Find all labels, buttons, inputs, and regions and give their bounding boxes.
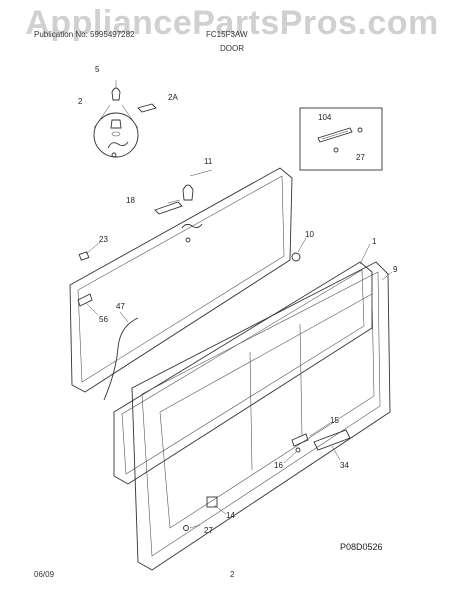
footer-date: 06/09 — [34, 570, 55, 579]
hinge-assembly — [181, 184, 203, 243]
part-11-liner — [69, 167, 293, 393]
part-2a-clip — [137, 103, 157, 113]
part-56 — [77, 293, 93, 307]
callout-2: 2 — [78, 97, 83, 106]
part-2-detail-circle — [93, 104, 139, 158]
part-34-handle — [313, 429, 351, 451]
part-14 — [206, 496, 218, 508]
callout-14: 14 — [226, 511, 235, 520]
leader-lines — [85, 199, 393, 529]
part-23 — [78, 251, 90, 261]
part-1-gasket — [113, 261, 373, 485]
part-27-screw — [183, 525, 189, 531]
part-18-bar — [154, 201, 183, 215]
watermark: AppliancePartsPros.com — [25, 4, 439, 42]
callout-18: 18 — [126, 196, 135, 205]
part-5-knob — [111, 80, 121, 101]
part-10 — [291, 252, 301, 262]
inset-box — [299, 107, 383, 171]
callout-2a: 2A — [168, 93, 178, 102]
section-title: DOOR — [220, 44, 244, 53]
callout-56: 56 — [99, 315, 108, 324]
callout-5: 5 — [95, 65, 100, 74]
callout-11: 11 — [204, 157, 213, 166]
callout-9: 9 — [393, 265, 398, 274]
part-15-16-latch — [291, 433, 309, 453]
callout-27-bottom: 27 — [204, 526, 213, 535]
callout-1: 1 — [372, 237, 377, 246]
page-number: 2 — [230, 570, 235, 579]
callout-23: 23 — [99, 235, 108, 244]
part-9-outer-door — [131, 261, 391, 571]
callout-47: 47 — [116, 302, 125, 311]
part-47-wire — [103, 317, 139, 401]
callout-10: 10 — [305, 230, 314, 239]
publication-number: Publication No: 5995497282 — [34, 30, 135, 39]
diagram-code: P08D0526 — [340, 542, 383, 552]
callout-27-top: 27 — [356, 153, 365, 162]
callout-15: 15 — [330, 416, 339, 425]
callout-104: 104 — [318, 113, 332, 122]
callout-34: 34 — [340, 461, 349, 470]
model-number: FC15F3AW — [206, 30, 248, 39]
callout-16: 16 — [274, 461, 283, 470]
